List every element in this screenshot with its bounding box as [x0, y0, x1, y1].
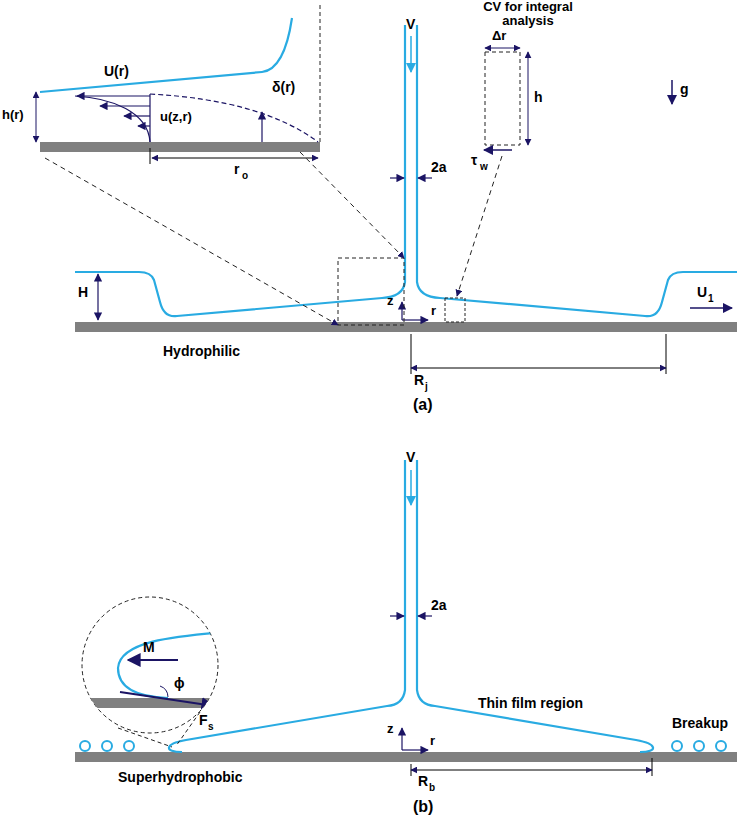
label: h(r) [2, 108, 24, 122]
plate [75, 322, 737, 332]
label: 2a [431, 160, 447, 175]
label: s [208, 721, 214, 732]
label: 1 [708, 293, 714, 304]
free-surface [417, 25, 737, 316]
label: V [406, 450, 415, 465]
label: z [387, 294, 394, 308]
label: (a) [413, 396, 433, 414]
label: V [406, 17, 415, 32]
label: U [697, 285, 707, 300]
label: o [242, 170, 248, 181]
label: r [431, 304, 436, 318]
label: M [143, 640, 155, 655]
label: R [414, 373, 424, 388]
label: Breakup [672, 716, 728, 731]
label: r [234, 162, 239, 177]
label: h [534, 90, 543, 105]
label: U(r) [104, 64, 129, 79]
label: 2a [431, 598, 447, 613]
label: w [480, 161, 488, 172]
label: j [425, 381, 428, 392]
label: H [78, 285, 88, 300]
label: Hydrophilic [163, 344, 240, 359]
label: F [199, 713, 208, 728]
label: r [430, 734, 435, 748]
label: δ(r) [272, 80, 295, 95]
label: CV for integral analysis [466, 0, 590, 29]
label: Δr [492, 29, 506, 43]
free-surface [75, 25, 405, 316]
label: u(z,r) [160, 110, 192, 124]
label: z [387, 722, 394, 736]
label: Thin film region [478, 696, 583, 711]
label: b [429, 782, 435, 793]
label: ϕ [174, 676, 185, 691]
label: (b) [413, 798, 433, 816]
label: g [680, 82, 689, 97]
label: Superhydrophobic [118, 770, 242, 785]
label: R [418, 774, 428, 789]
label: τ [471, 153, 477, 168]
